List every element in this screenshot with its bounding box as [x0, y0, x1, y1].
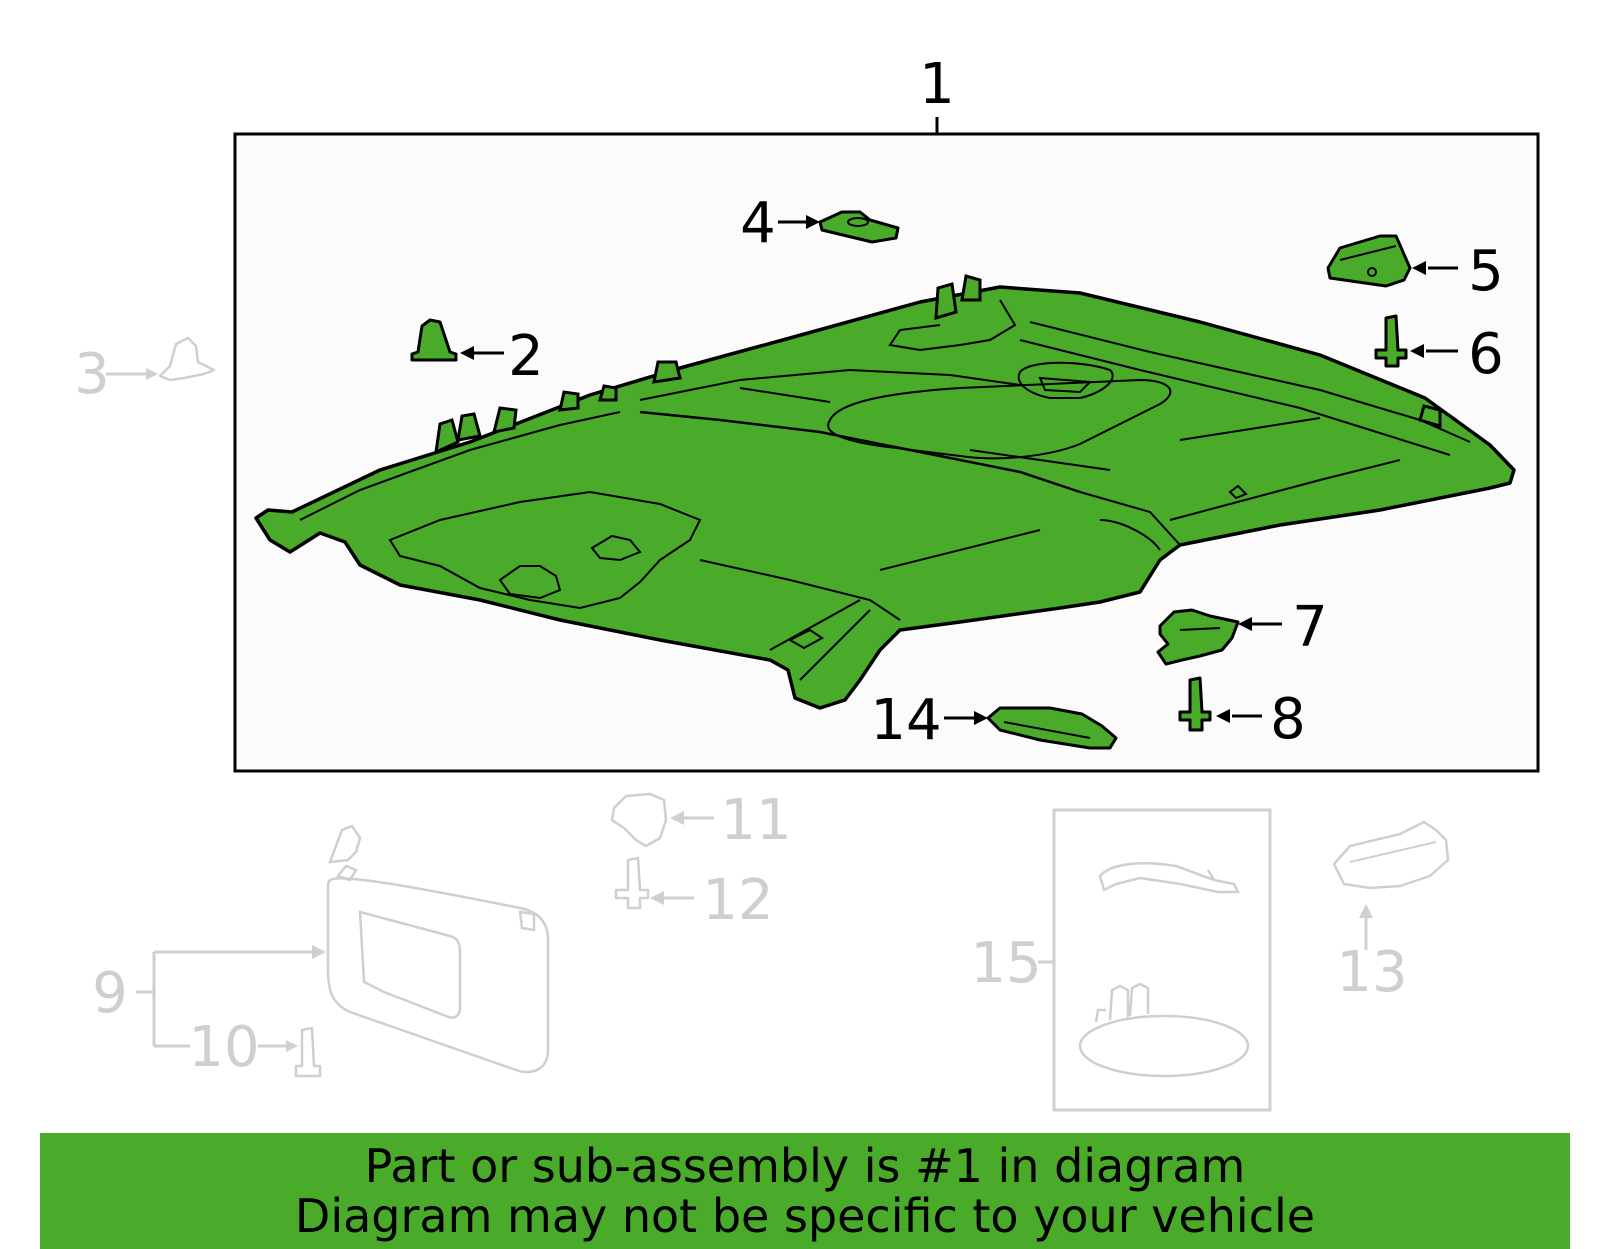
- arrow-head: [146, 368, 158, 380]
- part-12-fastener[interactable]: [614, 856, 650, 910]
- arrow-head: [460, 346, 474, 360]
- callout-1[interactable]: 1: [919, 52, 955, 117]
- arrow-head: [650, 891, 664, 905]
- clip-tab: [1418, 404, 1442, 429]
- part-11-bracket[interactable]: [610, 792, 668, 848]
- banner-line-2: Diagram may not be specific to your vehi…: [294, 1189, 1316, 1243]
- arrow-head: [974, 711, 988, 725]
- headliner-body: [254, 285, 1516, 710]
- callout-15[interactable]: 15: [970, 931, 1041, 996]
- part-9-sun-visor[interactable]: [326, 824, 550, 1074]
- callout-13[interactable]: 13: [1336, 940, 1407, 1005]
- contour-line: [879, 529, 1041, 571]
- callout-3[interactable]: 3: [74, 342, 110, 407]
- console-cutout: [498, 565, 562, 600]
- small-slot: [1228, 484, 1248, 500]
- clip-tab: [934, 282, 958, 321]
- callout-9-bracket: [136, 950, 312, 1048]
- contour-line: [1179, 417, 1321, 441]
- arrow-head: [286, 1040, 298, 1052]
- console-detail: [1038, 376, 1093, 394]
- contour-line: [1029, 321, 1471, 443]
- callout-2[interactable]: 2: [508, 324, 544, 389]
- callout-14[interactable]: 14: [870, 688, 941, 753]
- part-15-grab-handle[interactable]: [1098, 861, 1241, 894]
- headliner-part[interactable]: [254, 274, 1516, 710]
- part-5-bracket[interactable]: [1326, 234, 1412, 288]
- sunroof-opening: [827, 378, 1172, 460]
- part-15-frame: [1052, 808, 1272, 1112]
- overhead-console-area: [388, 490, 702, 610]
- arrow-head: [312, 945, 326, 959]
- part-6-fastener[interactable]: [1374, 314, 1408, 368]
- part-8-fastener[interactable]: [1178, 676, 1212, 732]
- contour-line: [1019, 339, 1451, 456]
- clip-tab: [434, 418, 460, 455]
- callout-6[interactable]: 6: [1468, 322, 1504, 387]
- crown-line: [639, 410, 1081, 494]
- clip-tab: [598, 384, 618, 402]
- clip-tab: [558, 390, 580, 412]
- info-banner: Part or sub-assembly is #1 in diagram Di…: [40, 1133, 1570, 1249]
- arrow-head: [1238, 617, 1252, 631]
- arrow-head: [1359, 904, 1373, 918]
- clip-tab: [491, 406, 518, 434]
- part-14-cover[interactable]: [986, 706, 1118, 750]
- contour-line: [769, 599, 861, 651]
- callout-11[interactable]: 11: [720, 788, 791, 853]
- part-2-clip[interactable]: [410, 318, 458, 362]
- arrow-head: [1216, 709, 1230, 723]
- contour-line: [1169, 459, 1401, 521]
- arrow-head: [1412, 261, 1426, 275]
- part-15-dome-light[interactable]: [1078, 982, 1250, 1078]
- small-slot: [787, 628, 824, 650]
- handle-recess: [888, 299, 1017, 352]
- part-3-clip[interactable]: [158, 336, 216, 382]
- callout-12[interactable]: 12: [702, 868, 773, 933]
- callout-4[interactable]: 4: [740, 191, 776, 256]
- part-13-lamp[interactable]: [1332, 820, 1450, 890]
- callout-8[interactable]: 8: [1270, 687, 1306, 752]
- contour-line: [739, 387, 831, 403]
- contour-line: [1099, 519, 1161, 551]
- console-pocket: [1017, 361, 1114, 399]
- contour-line: [299, 411, 621, 521]
- arrow-head: [1410, 344, 1424, 358]
- contour-line: [799, 609, 871, 681]
- clip-tab: [652, 360, 682, 384]
- callout-7[interactable]: 7: [1292, 595, 1328, 660]
- callout-5[interactable]: 5: [1468, 239, 1504, 304]
- arrow-head: [670, 811, 684, 825]
- contour-line: [639, 368, 1021, 401]
- callout-9[interactable]: 9: [92, 961, 128, 1026]
- callout-10[interactable]: 10: [188, 1015, 259, 1080]
- contour-line: [1079, 491, 1181, 546]
- contour-line: [699, 559, 901, 621]
- part-4-bracket[interactable]: [818, 210, 900, 244]
- arrow-head: [806, 215, 820, 229]
- clip-tab: [456, 412, 482, 442]
- part-7-bracket[interactable]: [1156, 608, 1240, 666]
- part-10-fastener[interactable]: [294, 1026, 322, 1078]
- console-cutout: [590, 534, 642, 562]
- contour-line: [969, 449, 1111, 471]
- clip-tab: [960, 274, 982, 302]
- banner-line-1: Part or sub-assembly is #1 in diagram: [364, 1139, 1246, 1193]
